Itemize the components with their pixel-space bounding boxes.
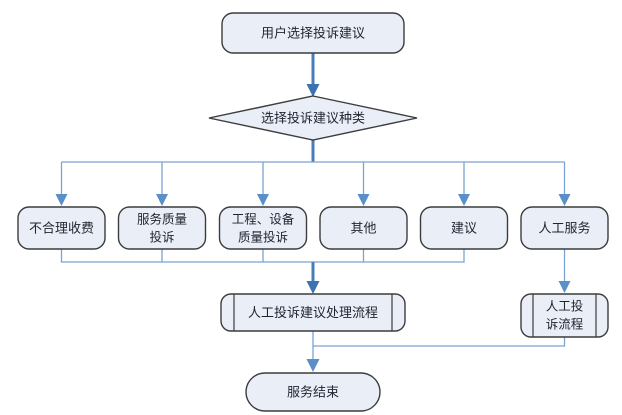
- node-end-shape: [245, 372, 381, 412]
- node-start-shape: [221, 12, 405, 54]
- node-branch-1-label: 不合理收费: [29, 222, 94, 237]
- node-decision-shape: [208, 95, 418, 141]
- node-process-manual-shape: [520, 293, 609, 338]
- connector-bus-to-branch-2: [156, 162, 168, 206]
- connector-process-manual-to-end: [313, 337, 566, 347]
- node-start-label: 用户选择投诉建议: [261, 26, 365, 42]
- node-branch-unreasonable-charge[interactable]: 不合理收费: [17, 206, 106, 250]
- node-branch-1-shape: [17, 206, 106, 250]
- connector-branch-1-to-merge: [60, 249, 313, 263]
- node-process-manual-complaint-handling[interactable]: 人工投诉建议处理流程: [220, 293, 406, 332]
- connector-bus-to-branch-3: [257, 162, 269, 206]
- connector-merge-to-process-main: [306, 262, 320, 294]
- node-branch-2-shape: [117, 206, 207, 250]
- node-branch-2-label-line1: 服务质量: [137, 212, 187, 227]
- connector-branch-6-to-process-manual: [558, 249, 571, 293]
- node-branch-3-label-line1: 工程、设备: [232, 212, 295, 227]
- node-end[interactable]: 服务结束: [245, 372, 381, 412]
- node-process-main-label: 人工投诉建议处理流程: [248, 305, 378, 321]
- connector-bus-to-branch-5: [458, 162, 470, 206]
- node-branch-6-label: 人工服务: [538, 221, 590, 237]
- node-branch-2-label-line2: 投诉: [149, 230, 174, 245]
- node-process-manual-label-line1: 人工投: [546, 299, 584, 314]
- node-end-label: 服务结束: [287, 385, 339, 401]
- node-decision-label: 选择投诉建议种类: [261, 111, 365, 127]
- node-start[interactable]: 用户选择投诉建议: [221, 12, 405, 54]
- node-branch-service-quality-complaint[interactable]: 服务质量 投诉: [117, 206, 207, 250]
- node-branch-3-shape: [218, 206, 308, 250]
- node-branch-5-shape: [419, 206, 509, 250]
- node-branch-other[interactable]: 其他: [319, 206, 408, 250]
- connector-start-to-decision: [306, 53, 320, 97]
- node-branch-3-label-line2: 质量投诉: [238, 230, 288, 245]
- node-process-manual-complaint-flow[interactable]: 人工投 诉流程: [520, 293, 609, 338]
- node-process-manual-label-line2: 诉流程: [546, 317, 584, 332]
- node-decision[interactable]: 选择投诉建议种类: [208, 95, 418, 141]
- node-branch-5-label: 建议: [451, 222, 477, 237]
- connector-bus-to-branch-1: [55, 162, 68, 206]
- node-branch-4-label: 其他: [350, 222, 376, 237]
- connector-join-to-end-node: [306, 346, 320, 372]
- connector-bus-to-branch-6: [558, 162, 571, 206]
- node-branch-manual-service[interactable]: 人工服务: [520, 206, 609, 250]
- connector-branch-5-to-merge: [313, 249, 465, 263]
- node-process-main-shape: [220, 293, 406, 332]
- node-branch-suggestion[interactable]: 建议: [419, 206, 509, 250]
- node-branch-6-shape: [520, 206, 609, 250]
- connector-bus-to-branch-4: [357, 162, 370, 206]
- node-branch-engineering-equipment-complaint[interactable]: 工程、设备 质量投诉: [218, 206, 308, 250]
- node-branch-4-shape: [319, 206, 408, 250]
